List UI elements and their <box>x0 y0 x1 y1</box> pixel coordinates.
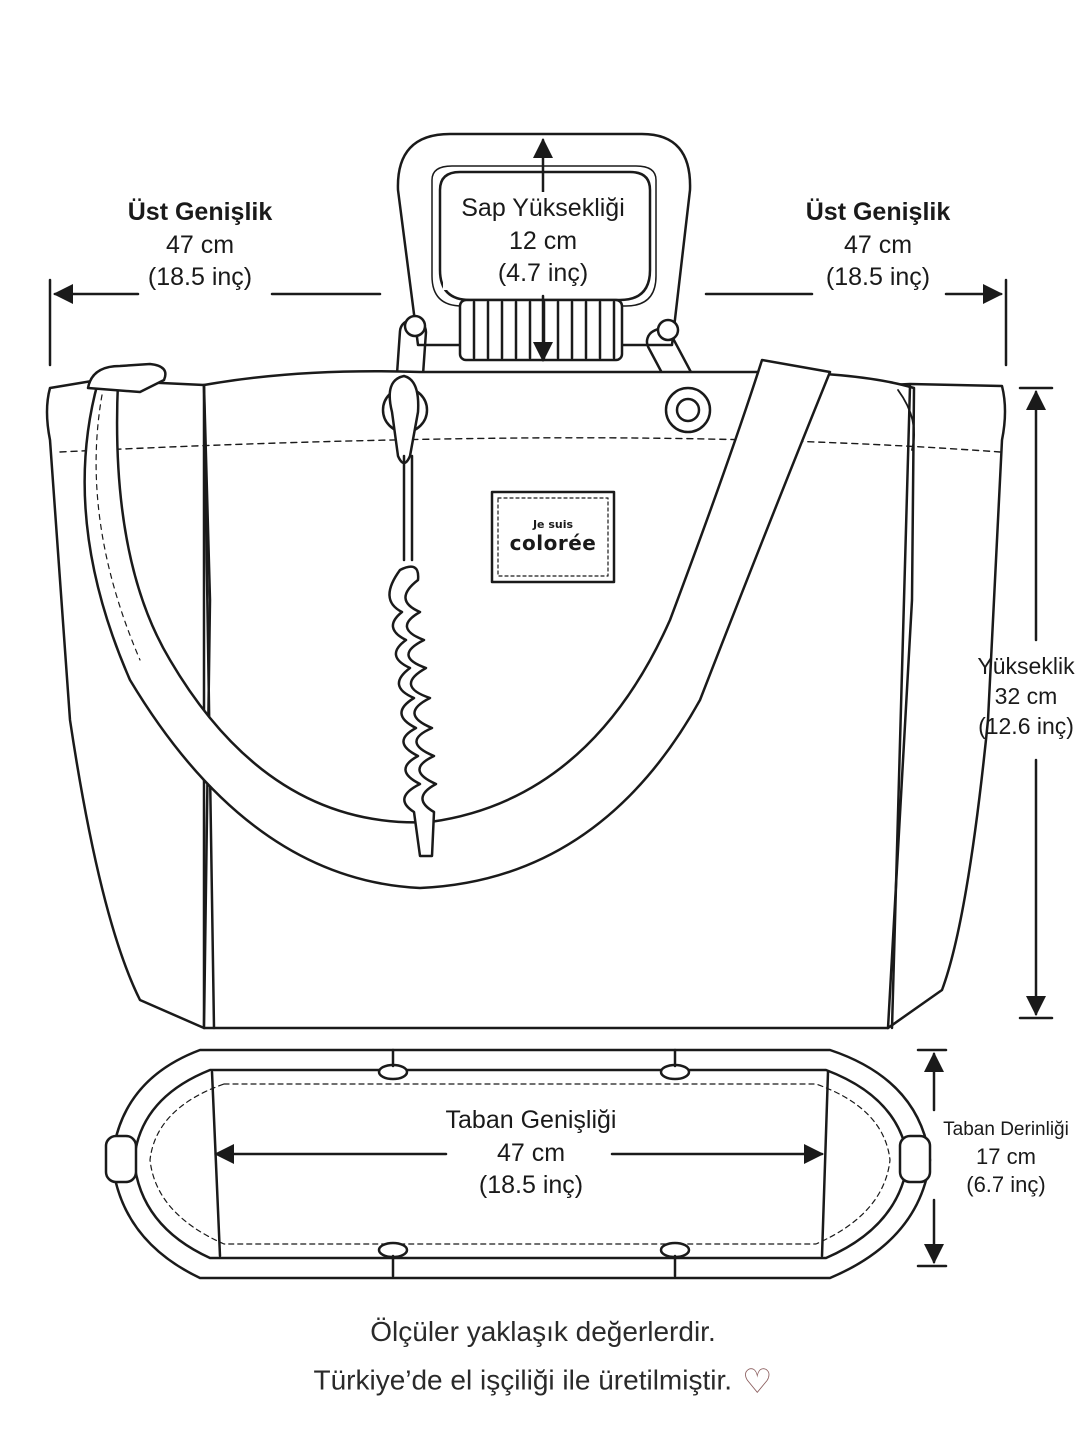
bag-left-pleat <box>202 383 216 1030</box>
footer-handmade-text: Türkiye’de el işçiliği ile üretilmiştir. <box>313 1364 733 1396</box>
heart-icon: ♡ <box>742 1363 773 1401</box>
shoulder-strap <box>83 358 832 890</box>
base-depth-dimension <box>916 1048 948 1268</box>
base-panel-right <box>820 1070 830 1258</box>
base-depth-metric: 17 cm <box>976 1143 1036 1169</box>
brand-patch: Je suis colorée <box>492 492 614 582</box>
top-width-label-right: Üst Genişlik 47 cm (18.5 inç) <box>778 196 978 294</box>
base-depth-title: Taban Derinliği <box>943 1119 1069 1140</box>
top-width-right-metric: 47 cm <box>843 230 913 259</box>
top-width-left-imperial: (18.5 inç) <box>147 263 253 291</box>
bag-left-gusset <box>45 378 206 1030</box>
base-depth-label: Taban Derinliği 17 cm (6.7 inç) <box>936 1118 1076 1200</box>
base-panel-left <box>210 1070 222 1258</box>
handle-height-metric: 12 cm <box>508 226 578 255</box>
footer-note-approximate: Ölçüler yaklaşık değerlerdir. <box>370 1316 716 1347</box>
base-width-title: Taban Genişliği <box>445 1106 617 1134</box>
base-ring-right <box>898 1134 932 1184</box>
handle-rivet-left <box>403 314 427 338</box>
brand-patch-frame <box>490 490 616 584</box>
handle-height-label: Sap Yüksekliği 12 cm (4.7 inç) <box>443 192 643 290</box>
braided-charm <box>388 565 438 858</box>
top-width-left-title: Üst Genişlik <box>127 198 273 226</box>
bag-handle <box>394 132 702 407</box>
top-width-dimension <box>48 278 1008 367</box>
top-width-label-left: Üst Genişlik 47 cm (18.5 inç) <box>100 196 300 294</box>
height-imperial: (12.6 inç) <box>978 712 1074 739</box>
bag-right-gusset <box>886 382 1007 1030</box>
strap-clip <box>86 362 167 394</box>
footer-note-handmade: Türkiye’de el işçiliği ile üretilmiştir.… <box>0 1362 1086 1402</box>
base-eyelets <box>377 1048 691 1278</box>
bag-top-stitching <box>59 437 1001 453</box>
height-metric: 32 cm <box>994 682 1058 709</box>
height-title: Yükseklik <box>977 653 1075 679</box>
bag-front-panel <box>202 369 916 1030</box>
top-width-left-metric: 47 cm <box>165 230 235 259</box>
base-width-metric: 47 cm <box>496 1138 566 1167</box>
brand-patch-line1: Je suis <box>532 518 574 531</box>
base-stitching <box>149 1083 891 1245</box>
base-inner-shape <box>132 1068 910 1260</box>
eyelet-right-hole <box>675 397 701 423</box>
rope-charm <box>388 374 438 858</box>
strap-band <box>83 358 832 890</box>
eyelet-right <box>664 386 712 434</box>
base-ring-left <box>104 1134 138 1184</box>
top-width-right-title: Üst Genişlik <box>805 198 951 226</box>
bag-right-pleat <box>890 384 912 1030</box>
base-width-imperial: (18.5 inç) <box>478 1171 584 1199</box>
handle-inner-opening <box>438 170 652 302</box>
bag-base-view <box>104 1048 932 1280</box>
handle-height-title: Sap Yüksekliği <box>461 194 625 222</box>
brand-patch-stitching <box>497 497 609 577</box>
base-depth-imperial: (6.7 inç) <box>966 1172 1046 1198</box>
handle-outer-frame <box>396 132 692 347</box>
handle-height-imperial: (4.7 inç) <box>497 259 589 287</box>
height-label: Yükseklik 32 cm (12.6 inç) <box>966 652 1086 742</box>
top-width-right-imperial: (18.5 inç) <box>825 263 931 291</box>
strap-stitching <box>95 394 141 661</box>
height-dimension <box>1018 386 1054 1020</box>
base-outer-shape <box>110 1048 932 1280</box>
bag-right-fold <box>897 389 915 451</box>
handle-rope-wrap <box>458 298 624 362</box>
brand-patch-line2: colorée <box>509 531 597 555</box>
handle-rivet-right <box>656 318 680 342</box>
base-width-label: Taban Genişliği 47 cm (18.5 inç) <box>421 1104 641 1202</box>
handle-inner-contour <box>431 165 657 307</box>
